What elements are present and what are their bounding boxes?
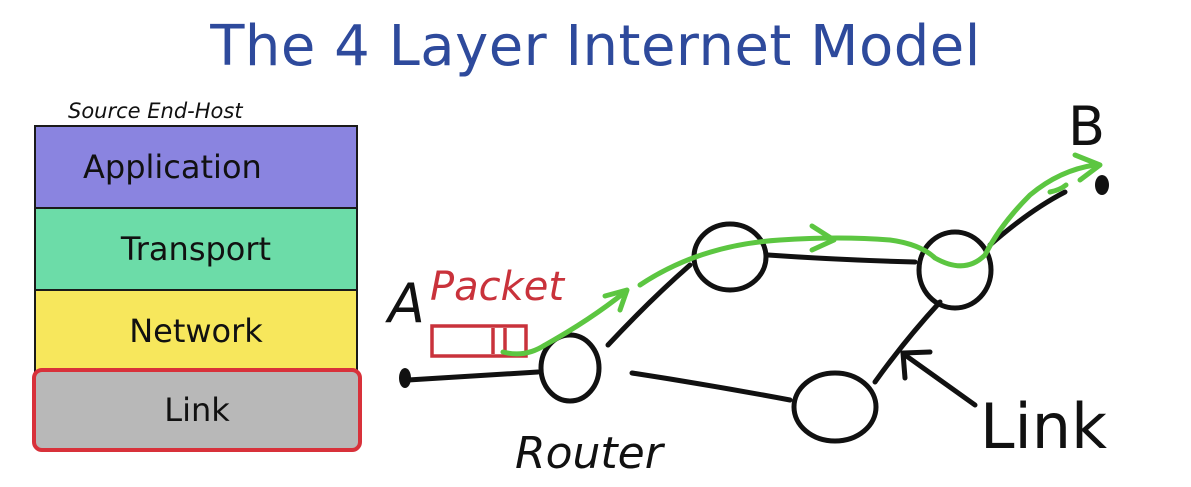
link-lower-right (872, 299, 943, 385)
link-pointer-arrow (900, 349, 978, 408)
page-title: The 4 Layer Internet Model (210, 14, 981, 79)
link-a-router (405, 369, 541, 383)
network-links (405, 189, 1068, 403)
host-b-label: B (1068, 95, 1105, 158)
layer-link-label: Link (164, 391, 230, 429)
link-label: Link (980, 390, 1107, 463)
layer-transport-label: Transport (120, 230, 272, 268)
upper-node (691, 221, 769, 293)
packet (430, 324, 528, 358)
layer-transport: Transport (34, 207, 358, 291)
router-node (538, 332, 602, 404)
path-arrow-1 (602, 287, 630, 313)
link-upper-right (765, 252, 918, 265)
path-arrow-3 (1072, 152, 1103, 183)
layer-application: Application (34, 125, 358, 209)
link-right-b (987, 189, 1068, 248)
packet-box (430, 324, 528, 358)
host-a-label: A (385, 272, 425, 335)
link-router-upper (605, 262, 693, 348)
path-arrow-2 (809, 223, 837, 253)
layer-network-label: Network (129, 312, 263, 350)
layer-application-label: Application (83, 148, 262, 186)
layer-link: Link (32, 368, 362, 452)
router-label: Router (515, 428, 666, 479)
network-nodes (538, 221, 994, 444)
packet-path (500, 152, 1103, 357)
link-router-lower (629, 370, 793, 403)
packet-label: Packet (430, 264, 565, 310)
stack-caption: Source End-Host (68, 99, 243, 123)
right-node (916, 229, 994, 311)
host-a-dot (399, 368, 411, 388)
lower-node (791, 370, 879, 444)
host-b-dot (1095, 175, 1109, 195)
